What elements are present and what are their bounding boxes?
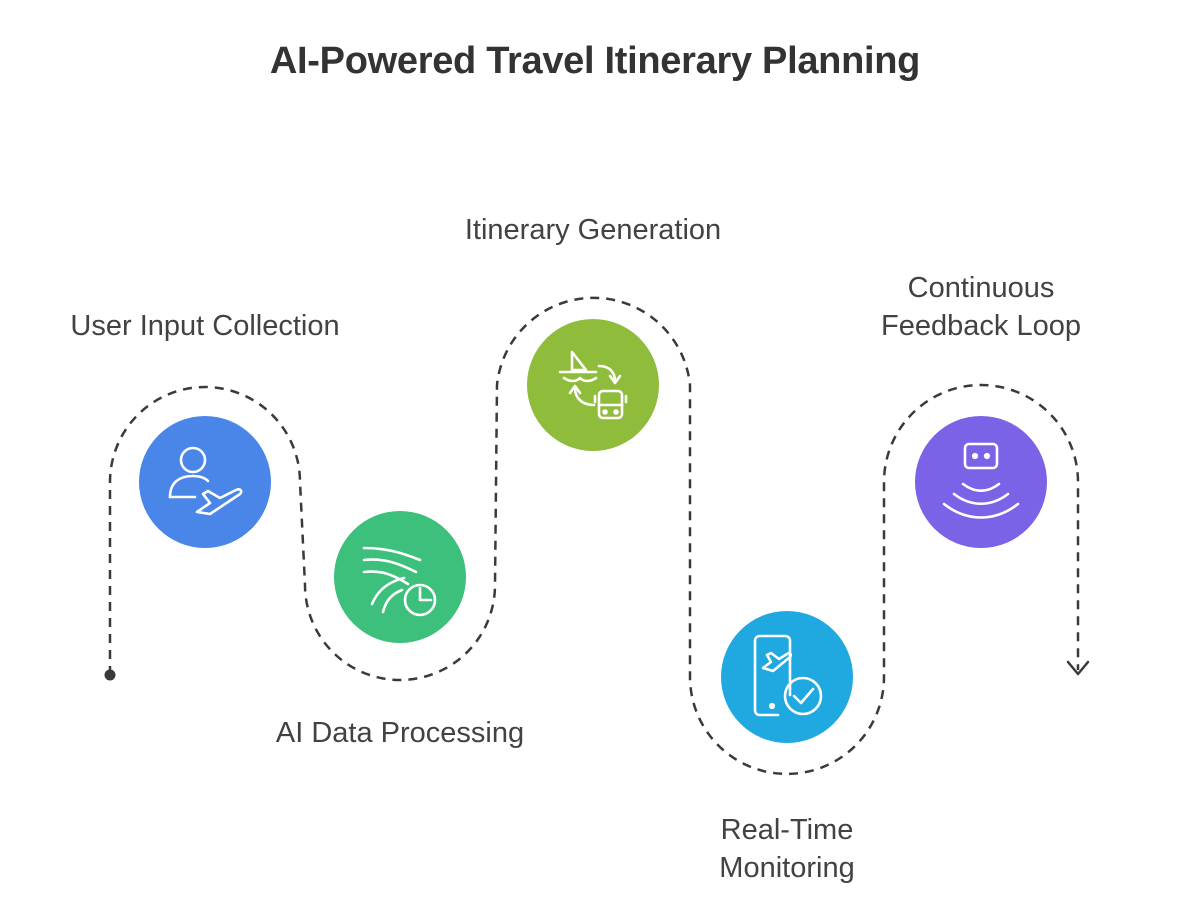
label-line: Continuous — [907, 272, 1055, 304]
label-ai-processing: AI Data Processing — [275, 717, 525, 749]
page-title: AI-Powered Travel Itinerary Planning — [269, 40, 921, 82]
label-line: Real-Time — [720, 814, 854, 846]
phone-flight-check-icon — [753, 634, 823, 717]
robot-signal-icon — [942, 442, 1020, 519]
step-circle — [915, 416, 1047, 548]
step-circle — [527, 319, 659, 451]
label-user-input: User Input Collection — [70, 310, 340, 342]
step-ai-processing — [334, 511, 466, 643]
label-real-time-monitoring: Real-Time Monitoring — [637, 811, 937, 887]
user-flight-icon — [168, 446, 243, 516]
step-itinerary-generation — [527, 319, 659, 451]
boat-bus-transfer-icon — [558, 350, 628, 420]
step-circle — [334, 511, 466, 643]
step-user-input — [139, 416, 271, 548]
step-continuous-feedback — [915, 416, 1047, 548]
label-itinerary-generation: Itinerary Generation — [464, 214, 722, 246]
step-real-time-monitoring — [721, 611, 853, 743]
label-line: Feedback Loop — [881, 310, 1081, 342]
label-continuous-feedback: Continuous Feedback Loop — [831, 269, 1131, 345]
step-circle — [721, 611, 853, 743]
path-start-dot — [104, 669, 116, 681]
path-end-arrow — [1066, 660, 1090, 676]
step-circle — [139, 416, 271, 548]
label-line: Monitoring — [719, 852, 855, 884]
data-flow-clock-icon — [362, 546, 437, 617]
